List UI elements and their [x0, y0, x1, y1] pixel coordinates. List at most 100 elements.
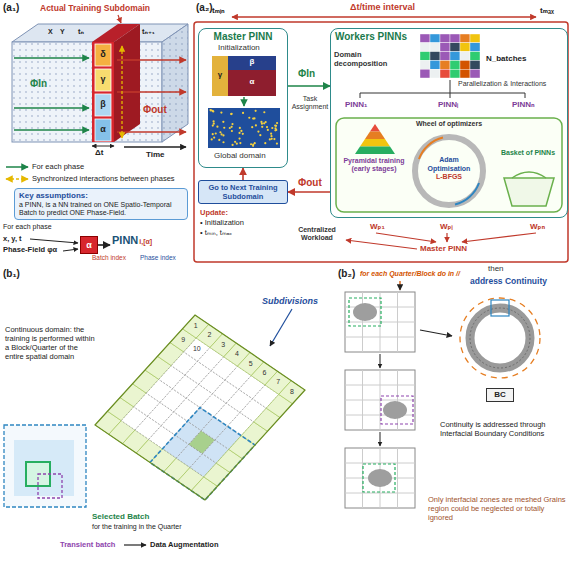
figure-part: [216, 126, 218, 128]
figure-part: [450, 69, 460, 78]
node-title: Key assumptions:: [19, 191, 88, 201]
note: Centralized Workload: [292, 226, 342, 243]
figure-part: [276, 122, 278, 124]
figure-part: [355, 147, 395, 155]
flow-arrow: [288, 85, 330, 87]
figure-part: [397, 292, 398, 352]
flux-label: Φout: [143, 104, 167, 116]
figure-part: [248, 117, 250, 119]
figure-part: [266, 126, 268, 128]
figure-part: [162, 24, 188, 142]
figure-part: [274, 129, 276, 131]
figure-part: [95, 94, 111, 116]
figure-part: [38, 474, 62, 498]
figure-part: [212, 110, 214, 112]
figure-part: [231, 144, 233, 146]
worker-label: PINNᵢ: [438, 100, 458, 110]
axis-label: Time: [146, 150, 165, 160]
cell-number: 4: [230, 350, 244, 358]
phase-cube: α: [80, 236, 98, 254]
figure-part: [460, 298, 540, 378]
figure-part: [345, 493, 415, 494]
figure-part: [210, 109, 212, 111]
figure-part: [420, 43, 430, 52]
figure-part: [450, 80, 451, 93]
cell-number: 3: [216, 341, 230, 349]
figure-part: [420, 60, 430, 69]
figure-part: [14, 440, 74, 496]
figure-part: [194, 22, 568, 262]
figure-part: [271, 127, 273, 129]
figure-part: [470, 308, 530, 368]
figure-part: [460, 52, 470, 61]
figure-part: [368, 469, 392, 487]
figure-part: [239, 127, 241, 129]
figure-part: [491, 300, 509, 316]
count-label: N_batches: [486, 54, 526, 64]
workload-label: Wₚᵢ: [440, 222, 453, 232]
domain-grid: [95, 315, 305, 500]
figure-part: [222, 134, 224, 136]
figure-part: [95, 44, 111, 66]
note: for the training in the Quarter: [92, 523, 182, 531]
figure-part: [460, 34, 470, 43]
figure-part: [279, 381, 305, 404]
figure-part: [211, 138, 213, 140]
node-text: a PINN, is a NN trained on ONE Spatio-Te…: [19, 201, 183, 218]
batch-mosaic: [420, 34, 480, 78]
figure-part: [470, 60, 480, 69]
step-label: Global domain: [214, 151, 266, 161]
step-label: Domain decomposition: [334, 50, 406, 68]
axis-label: Y: [60, 28, 65, 36]
legend-samples: [6, 167, 28, 179]
node-title: Go to Next Training Subdomain: [202, 183, 284, 201]
callout: Transient batch: [60, 540, 115, 549]
input-label: Phase-Field φα: [3, 245, 57, 254]
figure-part: [124, 544, 146, 545]
figure-part: [460, 69, 470, 78]
optimizer-wheel: Wheel of optimizersAdam OptimisationL-BF…: [403, 119, 495, 211]
target-label: Master PINN: [420, 244, 467, 254]
figure-part: [380, 432, 381, 446]
figure-part: [440, 34, 450, 43]
dimension-label: Δt: [95, 148, 103, 158]
basket-box: Basket of PINNs: [497, 149, 559, 157]
figure-part: [345, 400, 415, 401]
figure-part: [349, 298, 381, 326]
figure-part: [261, 126, 263, 128]
figure-part: [274, 125, 276, 127]
figure-part: [525, 93, 526, 98]
wheel-ring: [415, 137, 483, 205]
quarter-grids: [345, 292, 415, 508]
figure-part: [30, 239, 78, 243]
workers-box: Workers PINNsPyramidal training (early s…: [330, 28, 568, 218]
figure-part: [255, 110, 257, 112]
title-note: Actual Training Subdomain: [40, 3, 150, 13]
figure-part: [4, 425, 86, 507]
figure-part: [440, 60, 450, 69]
figure-part: [213, 136, 215, 138]
panel-label: (b₂): [338, 268, 355, 280]
flow-arrow: [242, 168, 244, 180]
note: Continuous domain: the training is perfo…: [5, 325, 97, 361]
cell-number: 2: [202, 331, 216, 339]
batch-inset: [4, 309, 292, 545]
node-title: Pyramidal training (early stages): [339, 157, 409, 174]
cell-number: 7: [271, 378, 285, 386]
figure-part: [270, 135, 272, 137]
figure-part: [250, 143, 252, 145]
figure-part: [255, 124, 257, 126]
callout: address Continuity: [470, 276, 547, 286]
figure-part: [462, 233, 536, 242]
figure-part: [162, 24, 188, 142]
figure-part: [336, 118, 562, 212]
figure-part: [420, 69, 430, 78]
note: For each phase: [3, 223, 52, 231]
figure-part: [117, 59, 186, 61]
figure-part: [363, 464, 395, 492]
figure-part: [270, 309, 292, 346]
figure-part: [345, 337, 415, 338]
figure-part: [470, 34, 480, 43]
